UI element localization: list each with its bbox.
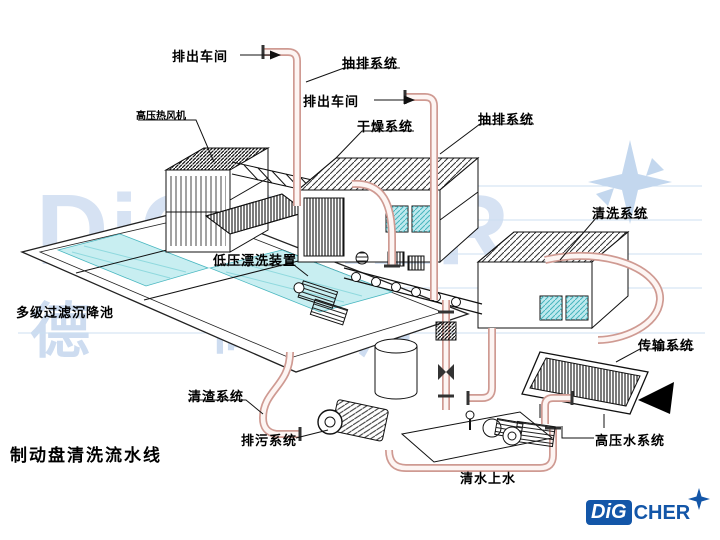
- transfer-conveyor: [521, 351, 649, 428]
- logo-star-icon: [688, 488, 710, 510]
- page-title: 制动盘清洗流水线: [10, 446, 162, 465]
- pipework: [259, 45, 664, 472]
- label-high-pressure-water: 高压水系统: [595, 433, 666, 448]
- leader-lines: [138, 50, 694, 439]
- slag-motor: [317, 399, 389, 442]
- label-discharge-workshop-top: 排出车间: [172, 49, 229, 64]
- label-transfer-system: 传输系统: [638, 338, 695, 353]
- label-settling-tank: 多级过滤沉降池: [16, 305, 115, 320]
- label-sewage-system: 排污系统: [241, 433, 298, 448]
- watermark-sparkle-icon: [588, 140, 672, 224]
- label-discharge-workshop-mid: 排出车间: [303, 94, 360, 109]
- label-exhaust-system-right: 抽排系统: [478, 112, 535, 127]
- pump-tower: [435, 321, 457, 380]
- pool-edge-motors: [293, 280, 349, 326]
- logo-digcher: DiG CHER: [586, 488, 710, 525]
- label-clean-water-supply: 清水上水: [460, 471, 517, 486]
- label-exhaust-system-top: 抽排系统: [342, 56, 399, 71]
- cylinder-tank: [374, 338, 418, 400]
- label-slag-system: 清渣系统: [188, 389, 245, 404]
- high-pressure-pump: [502, 420, 556, 448]
- label-low-pressure-rinsing: 低压漂洗装置: [213, 253, 298, 268]
- cleaning-system-unit: [476, 230, 630, 330]
- label-hot-air-blower: 高压热风机: [136, 111, 186, 122]
- logo-dig-box: DiG: [586, 500, 632, 525]
- watermark-cn-left: 德: [30, 298, 90, 365]
- hot-air-blower-unit: [164, 147, 308, 253]
- logo-cher-text: CHER: [633, 501, 691, 524]
- label-cleaning-system: 清洗系统: [592, 206, 649, 221]
- flow-direction-arrow: [638, 382, 674, 414]
- label-drying-system: 干燥系统: [357, 119, 414, 134]
